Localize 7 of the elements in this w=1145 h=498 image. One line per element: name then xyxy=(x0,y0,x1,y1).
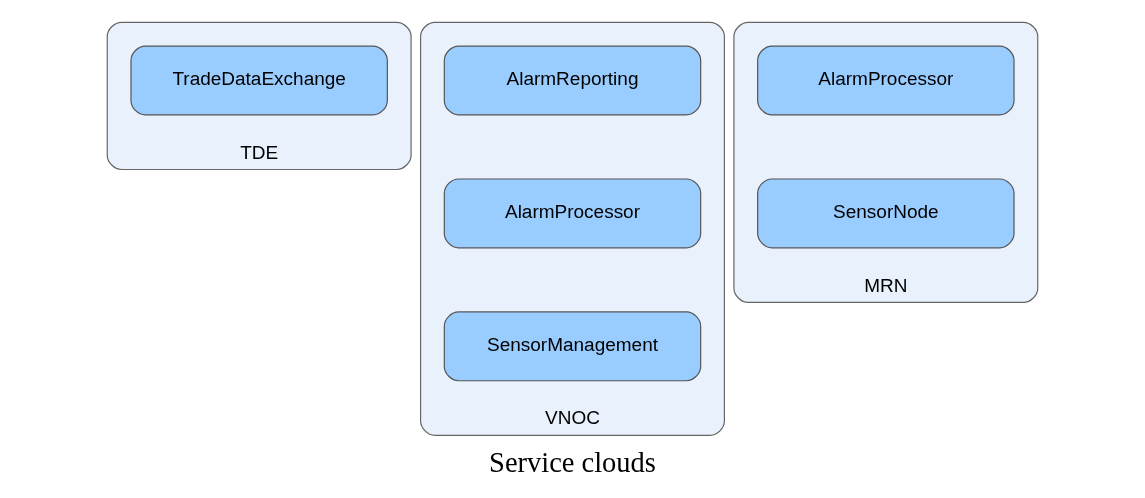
node-box: SensorNode xyxy=(757,178,1015,249)
caption: Service clouds xyxy=(489,447,656,479)
node-box: AlarmProcessor xyxy=(757,45,1015,116)
node-box: SensorManagement xyxy=(443,311,702,382)
node-box: AlarmProcessor xyxy=(443,178,702,249)
node-box: AlarmReporting xyxy=(443,45,702,116)
node-box: TradeDataExchange xyxy=(130,45,388,116)
